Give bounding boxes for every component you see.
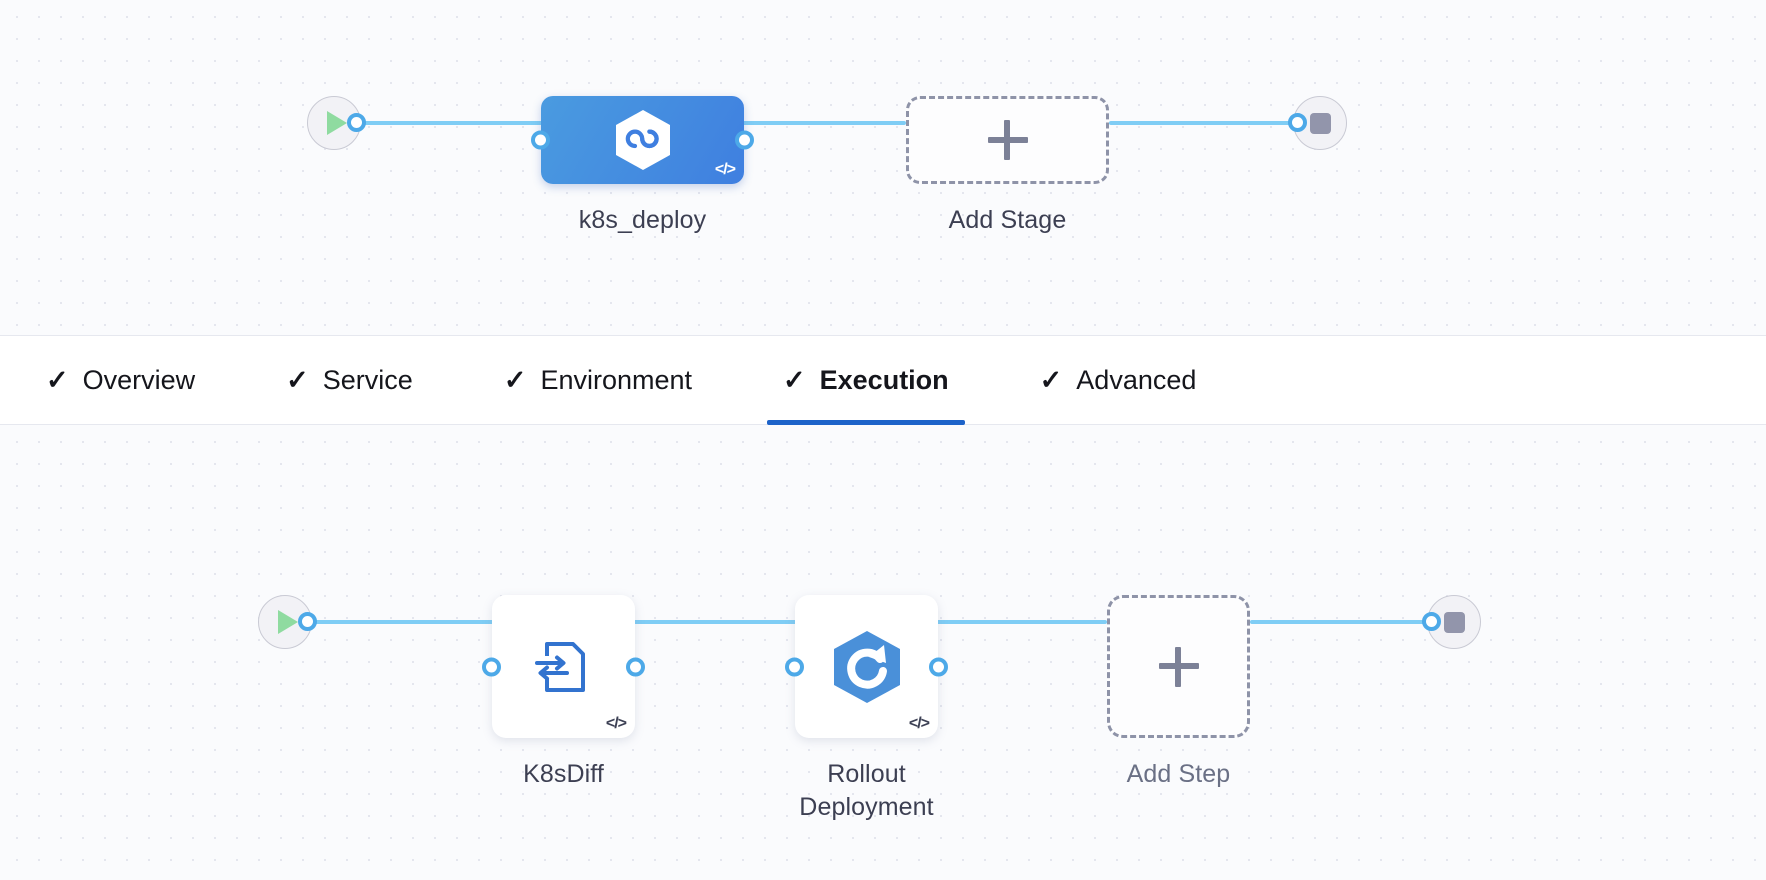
- check-icon: ✓: [503, 364, 527, 395]
- tab-environment[interactable]: ✓ Environment: [488, 336, 708, 424]
- rollout-hexagon-icon: [833, 630, 900, 703]
- add-stage-node-wrap: Add Stage: [906, 96, 1109, 237]
- step-node-rollout-wrap: </> Rollout Deployment: [785, 595, 948, 823]
- kubernetes-hexagon-icon: [615, 110, 670, 170]
- step-node-k8sdiff-label: K8sDiff: [523, 760, 604, 788]
- plus-icon: [1158, 646, 1199, 687]
- stage-pipeline-canvas[interactable]: </> k8s_deploy Add Stage: [0, 0, 1766, 335]
- execution-start-output-port[interactable]: [298, 612, 317, 631]
- edge-add-step-to-end: [1250, 620, 1428, 624]
- edge-start-to-stage: [362, 121, 547, 125]
- tab-advanced[interactable]: ✓ Advanced: [1024, 336, 1213, 424]
- edge-add-stage-to-end: [1109, 121, 1294, 125]
- stage-node-k8s-deploy[interactable]: </>: [531, 96, 754, 184]
- tab-service-label: Service: [322, 364, 413, 395]
- check-icon: ✓: [286, 364, 309, 395]
- tab-execution[interactable]: ✓ Execution: [767, 336, 965, 425]
- code-view-icon[interactable]: </>: [908, 715, 930, 732]
- tab-overview[interactable]: ✓ Overview: [30, 336, 211, 424]
- check-icon: ✓: [46, 364, 69, 395]
- pipeline-end-node[interactable]: [1293, 96, 1347, 150]
- stage-node-label: k8s_deploy: [578, 206, 707, 234]
- end-input-port[interactable]: [1288, 113, 1307, 132]
- edge-k8sdiff-to-rollout: [629, 620, 801, 624]
- rollout-output-port[interactable]: [929, 657, 948, 676]
- stage-output-port[interactable]: [735, 130, 754, 150]
- document-diff-icon: [534, 641, 585, 692]
- plus-icon: [987, 120, 1028, 160]
- step-node-k8sdiff[interactable]: </>: [482, 595, 645, 738]
- edge-rollout-to-add-step: [932, 620, 1107, 624]
- stage-config-tabs[interactable]: ✓ Overview ✓ Service ✓ Environment ✓ Exe…: [0, 335, 1766, 425]
- check-icon: ✓: [783, 364, 806, 395]
- stop-icon: [1309, 112, 1331, 134]
- execution-end-input-port[interactable]: [1422, 612, 1441, 631]
- stage-input-port[interactable]: [531, 130, 550, 150]
- add-stage-label: Add Stage: [948, 206, 1067, 234]
- add-step-label: Add Step: [1126, 760, 1231, 788]
- k8sdiff-output-port[interactable]: [626, 657, 645, 676]
- k8sdiff-input-port[interactable]: [482, 657, 501, 676]
- start-output-port[interactable]: [347, 113, 366, 132]
- step-node-k8sdiff-wrap: </> K8sDiff: [482, 595, 645, 791]
- play-icon: [326, 111, 347, 135]
- edge-stage-to-add-stage: [738, 121, 906, 125]
- tab-execution-label: Execution: [819, 364, 949, 395]
- code-view-icon[interactable]: </>: [714, 161, 736, 178]
- tab-advanced-label: Advanced: [1076, 364, 1197, 395]
- step-node-rollout-deployment[interactable]: </>: [785, 595, 948, 738]
- check-icon: ✓: [1039, 364, 1063, 395]
- tab-overview-label: Overview: [82, 364, 196, 395]
- add-step-node-wrap: Add Step: [1107, 595, 1250, 791]
- execution-steps-canvas[interactable]: </> K8sDiff </>: [0, 425, 1766, 880]
- add-stage-node[interactable]: [906, 96, 1109, 184]
- rollout-input-port[interactable]: [785, 657, 804, 676]
- stage-node-k8s-deploy-wrap: </> k8s_deploy: [531, 96, 754, 237]
- code-view-icon[interactable]: </>: [605, 715, 627, 732]
- stop-icon: [1443, 611, 1465, 633]
- edge-start-to-k8sdiff: [313, 620, 498, 624]
- tab-service[interactable]: ✓ Service: [270, 336, 429, 424]
- step-node-rollout-label: Rollout Deployment: [799, 760, 934, 821]
- play-icon: [277, 610, 298, 634]
- add-step-node[interactable]: [1107, 595, 1250, 738]
- tab-environment-label: Environment: [540, 364, 693, 395]
